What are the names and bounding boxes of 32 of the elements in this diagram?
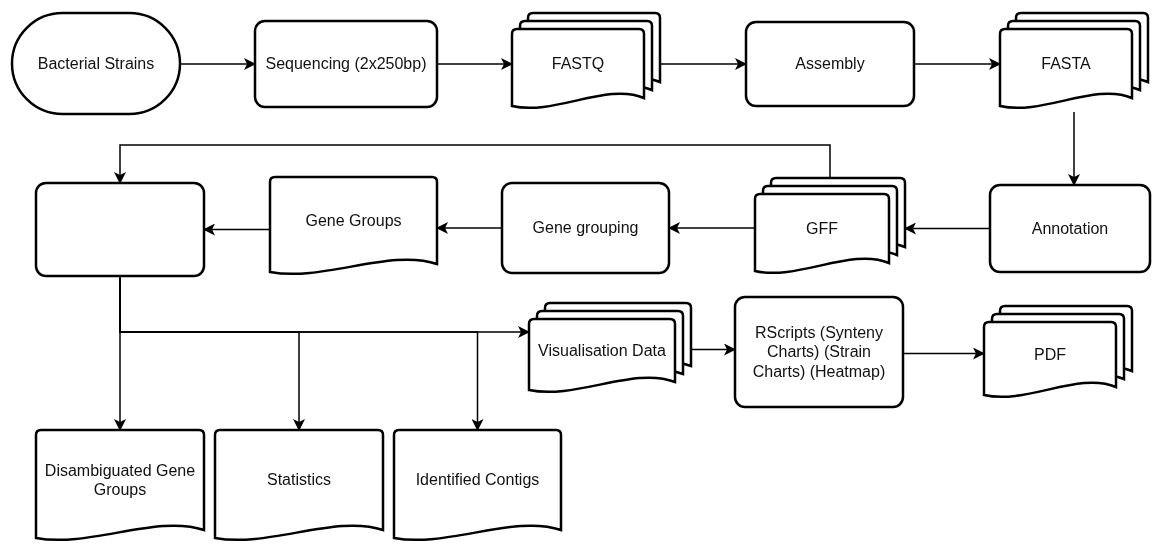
process-box bbox=[735, 297, 903, 407]
node-label: Gene grouping bbox=[532, 218, 639, 238]
document-stack bbox=[529, 303, 691, 396]
node-label: FASTQ bbox=[551, 53, 605, 74]
arrow bbox=[1068, 111, 1080, 186]
process-box bbox=[502, 183, 669, 273]
document-shape bbox=[215, 430, 383, 544]
process-box bbox=[255, 21, 437, 107]
process-box bbox=[746, 22, 914, 106]
node-label: Gene Groups bbox=[305, 210, 402, 231]
process-box bbox=[990, 185, 1150, 272]
document-stack bbox=[984, 306, 1132, 401]
document-shape bbox=[394, 430, 561, 544]
node-label: PDF bbox=[1034, 344, 1066, 365]
node-label: Disambiguated Gene Groups bbox=[43, 460, 197, 500]
node-label: RScripts (Synteny Charts) (Strain Charts) (Heatmap) bbox=[751, 323, 887, 381]
node-label: GFF bbox=[806, 218, 838, 239]
node-label: Statistics bbox=[267, 470, 331, 490]
process-box bbox=[36, 183, 204, 276]
document-stack bbox=[755, 178, 905, 277]
node-label: Assembly bbox=[795, 54, 865, 74]
document-stack bbox=[1000, 13, 1148, 112]
node-label: Identified Contigs bbox=[415, 470, 540, 490]
node-label: Visualisation Data bbox=[538, 340, 666, 361]
node-label: Sequencing (2x250bp) bbox=[265, 54, 427, 74]
node-label: Bacterial Strains bbox=[37, 53, 155, 74]
node-label: Annotation bbox=[1031, 218, 1109, 239]
node-label: FASTA bbox=[1041, 53, 1091, 74]
document-shape bbox=[36, 430, 204, 544]
document-shape bbox=[270, 177, 437, 278]
document-stack bbox=[512, 13, 660, 112]
arrow bbox=[114, 144, 831, 184]
